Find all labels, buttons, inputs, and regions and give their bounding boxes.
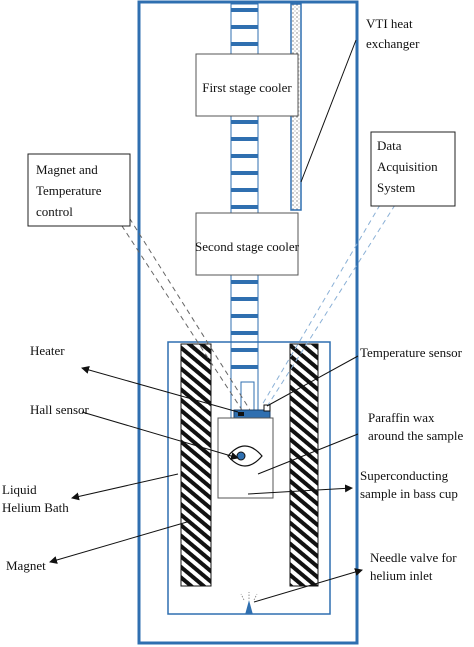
vti-heat-exchanger-label-1: VTI heat xyxy=(366,16,413,31)
rod-stripe xyxy=(231,171,258,175)
rod-stripe xyxy=(231,42,258,46)
magnet-temp-control-label-3: control xyxy=(36,204,73,219)
needle-valve-label-2: helium inlet xyxy=(370,568,433,583)
daq-dash-line-2 xyxy=(267,204,396,406)
rod-stripe xyxy=(231,348,258,352)
data-acquisition-label-1: Data xyxy=(377,138,402,153)
heater-pointer xyxy=(81,366,239,413)
temperature-sensor-label: Temperature sensor xyxy=(360,345,463,360)
liquid-helium-bath-pointer xyxy=(71,473,179,501)
heater-dot xyxy=(238,412,244,416)
magnet-coil-left xyxy=(180,343,212,587)
rod-stripe xyxy=(231,365,258,369)
data-acquisition-label-2: Acquisition xyxy=(377,159,438,174)
vti-heat-exchanger-pointer xyxy=(300,39,357,183)
first-stage-cooler-block xyxy=(195,53,299,117)
needle-valve-label-1: Needle valve for xyxy=(370,550,457,565)
rod-stripe xyxy=(231,297,258,301)
rod-stripe xyxy=(231,205,258,209)
second-stage-cooler-block xyxy=(195,212,299,276)
first-stage-cooler-label: First stage cooler xyxy=(202,80,292,95)
paraffin-wax-label-2: around the sample xyxy=(368,428,464,443)
needle-valve xyxy=(245,600,253,614)
superconducting-sample-label-2: sample in bass cup xyxy=(360,486,458,501)
liquid-helium-bath-label-1: Liquid xyxy=(2,482,37,497)
paraffin-wax-label-1: Paraffin wax xyxy=(368,410,435,425)
temperature-sensor-tab xyxy=(263,404,271,412)
vti-heat-exchanger-label-2: exchanger xyxy=(366,36,420,51)
rod-stripe xyxy=(231,120,258,124)
rod-stripe xyxy=(231,25,258,29)
data-acquisition-box xyxy=(370,131,456,207)
magnet-coil-right xyxy=(289,343,319,587)
magnet-temp-control-label-1: Magnet and xyxy=(36,162,98,177)
liquid-helium-bath-label-2: Helium Bath xyxy=(2,500,69,515)
rod-stripe xyxy=(231,331,258,335)
rod-stripe xyxy=(231,280,258,284)
helium-bath-vessel xyxy=(167,341,331,615)
rod-stripe xyxy=(231,314,258,318)
data-acquisition-label-3: System xyxy=(377,180,415,195)
magnet-label: Magnet xyxy=(6,558,46,573)
hall-sensor-label: Hall sensor xyxy=(30,402,90,417)
hall-sensor-dot xyxy=(236,451,246,461)
temperature-sensor-pointer xyxy=(266,355,359,407)
heater-label: Heater xyxy=(30,343,65,358)
cryostat-outer-vessel xyxy=(137,0,359,645)
rod-stripe xyxy=(231,137,258,141)
magnet-pointer xyxy=(49,521,188,564)
magnet-temp-control-box xyxy=(27,153,131,227)
control-dash-line-2 xyxy=(119,202,251,411)
second-stage-cooler-label: Second stage cooler xyxy=(195,239,300,254)
hall-sensor-pointer xyxy=(81,411,239,460)
rod-stripe xyxy=(231,154,258,158)
superconducting-sample-label-1: Superconducting xyxy=(360,468,449,483)
rod-stripe xyxy=(231,188,258,192)
needle-valve-pointer xyxy=(253,568,363,603)
needle-valve-spray xyxy=(240,592,258,601)
rod-stripe xyxy=(231,8,258,12)
paraffin-wax-pointer xyxy=(257,433,359,475)
magnet-temp-control-label-2: Temperature xyxy=(36,183,102,198)
superconducting-sample-pointer xyxy=(247,484,353,495)
daq-dash-line xyxy=(261,204,381,406)
